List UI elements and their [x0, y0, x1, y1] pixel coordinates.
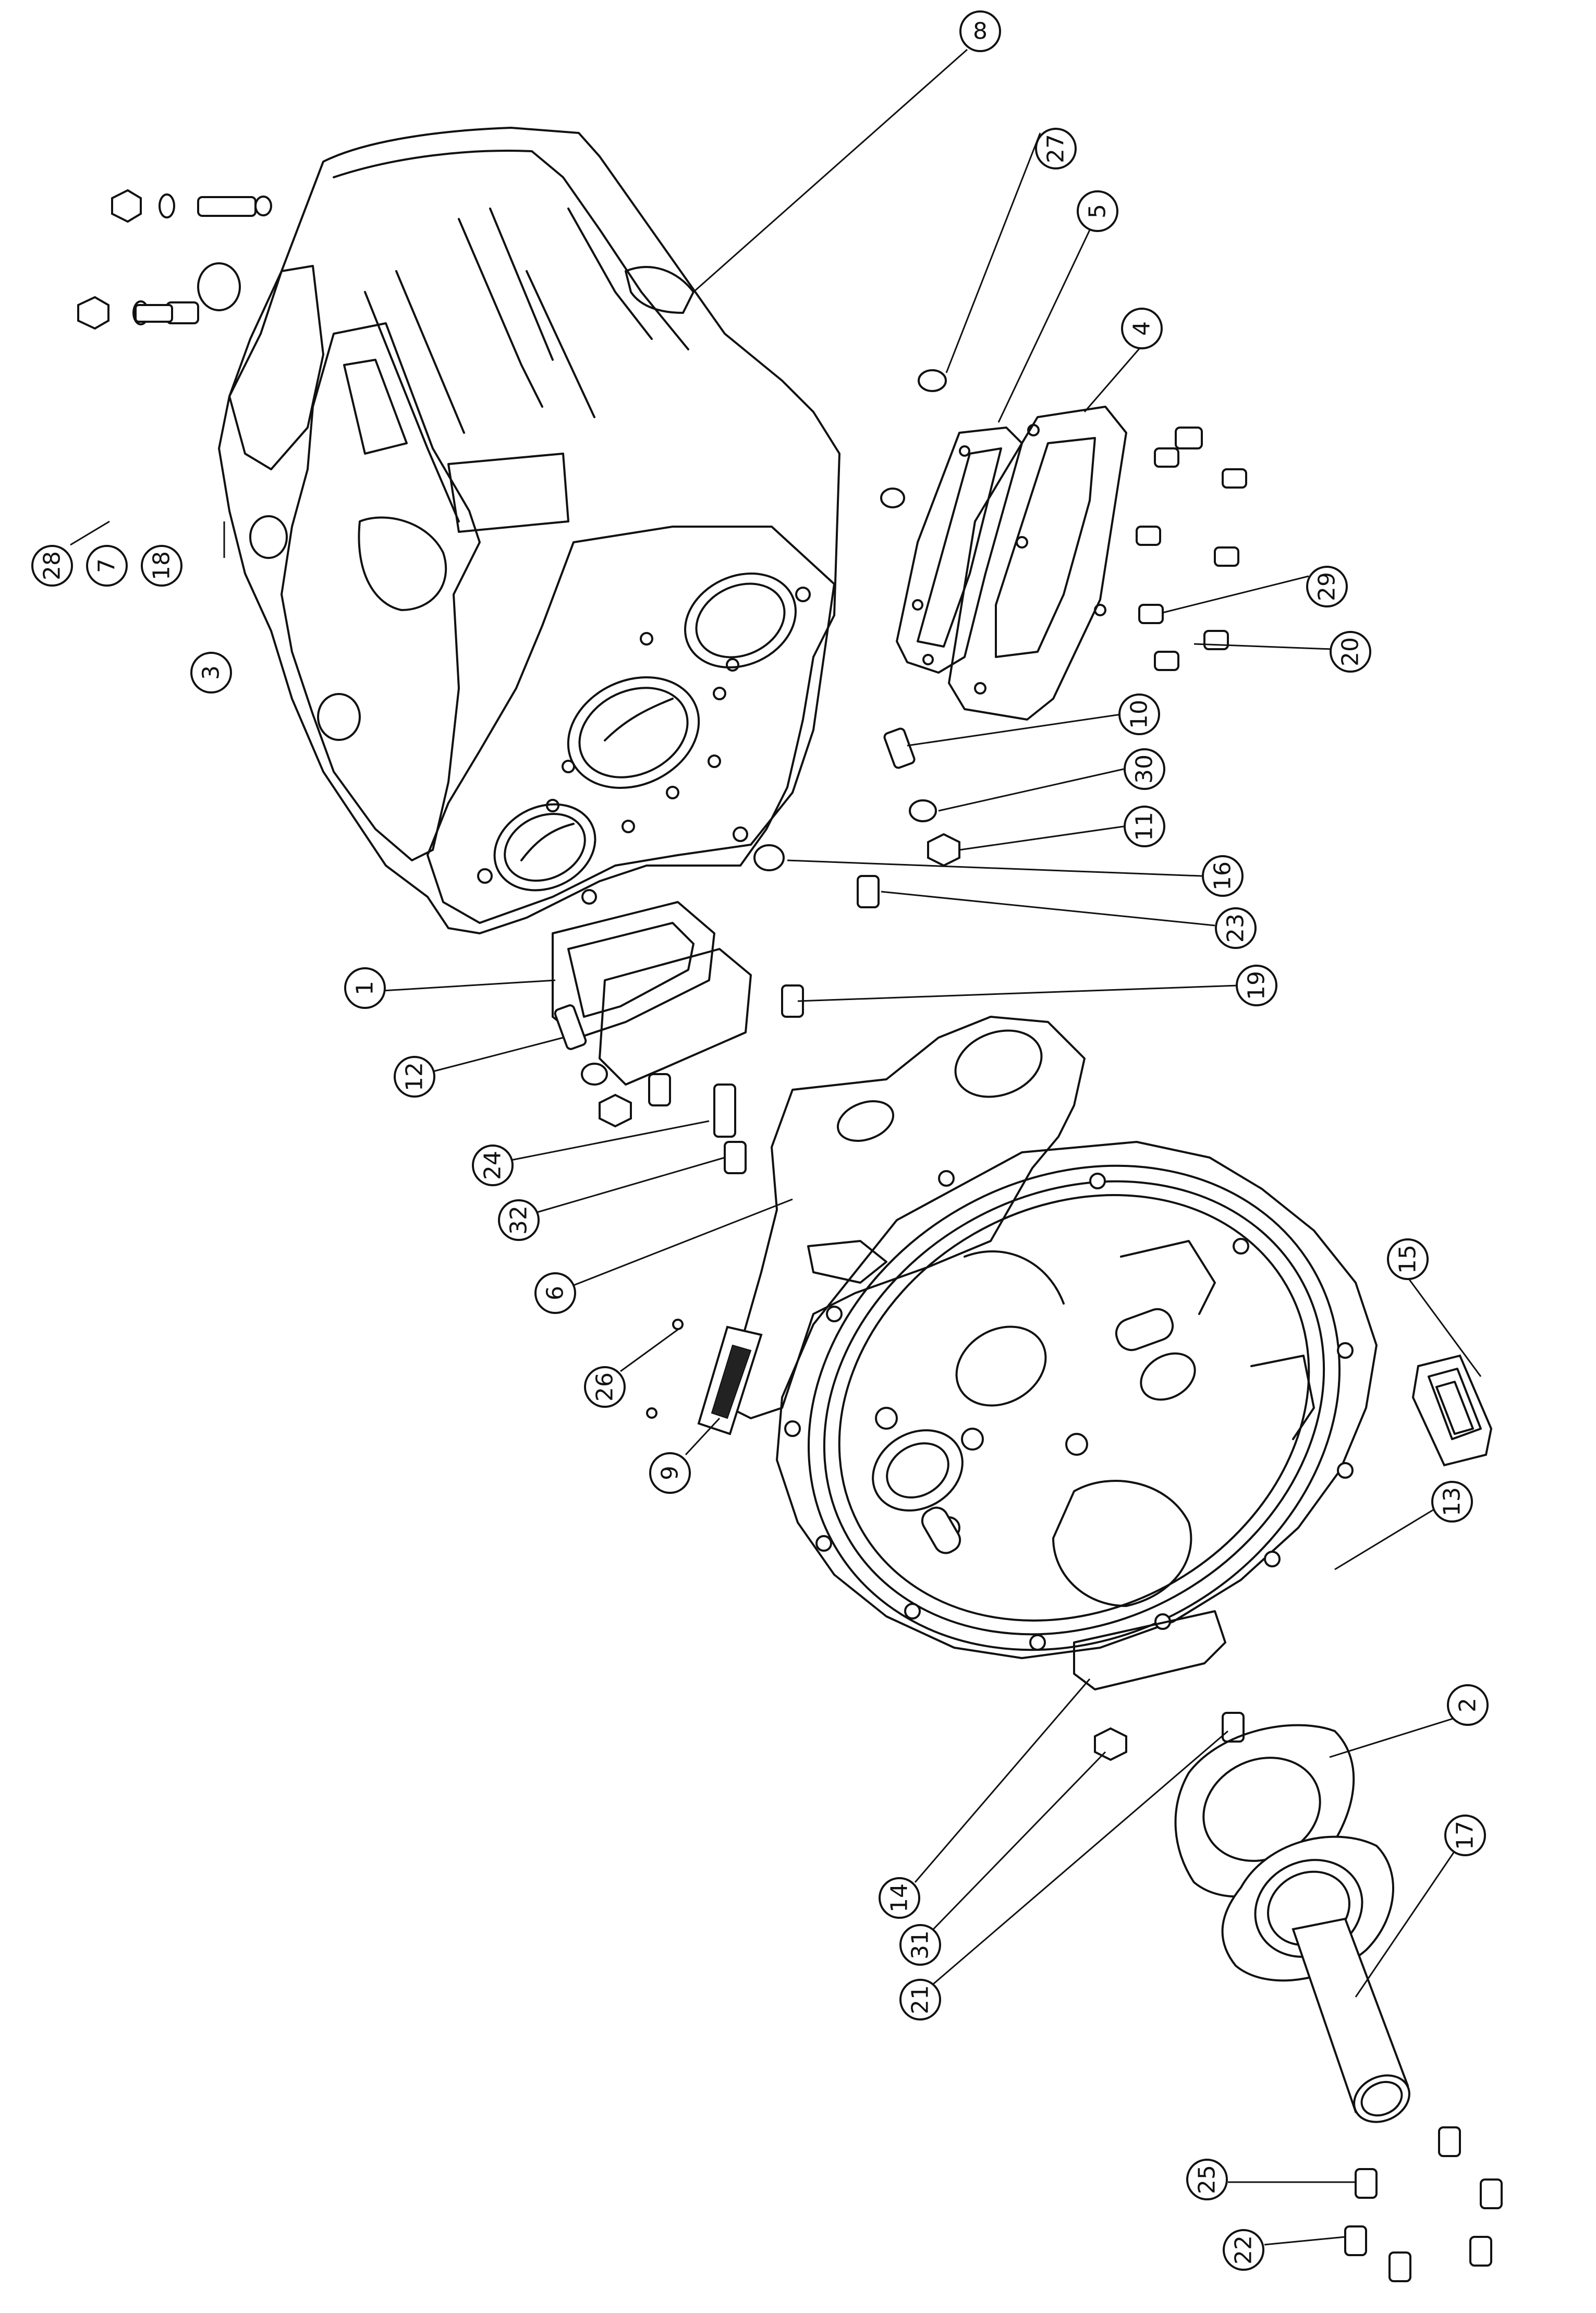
bolt-31 — [1222, 1712, 1245, 1743]
callout-11: 11 — [1124, 806, 1165, 847]
svg-text:26: 26 — [592, 1372, 618, 1402]
cover-bolts — [1136, 427, 1247, 671]
callout-14: 14 — [879, 1877, 920, 1919]
svg-text:14: 14 — [886, 1883, 913, 1913]
svg-text:6: 6 — [542, 1286, 569, 1300]
callout-balloons: 8 27 5 4 29 20 10 30 11 16 23 19 28 7 18… — [31, 10, 1489, 2271]
nut-21 — [1094, 1727, 1127, 1761]
svg-text:27: 27 — [1043, 134, 1069, 163]
callout-6: 6 — [534, 1272, 576, 1314]
svg-text:25: 25 — [1194, 2165, 1221, 2194]
housing-gasket — [729, 1016, 1086, 1419]
svg-text:10: 10 — [1126, 700, 1153, 729]
svg-text:23: 23 — [1223, 914, 1249, 943]
callout-17: 17 — [1444, 1815, 1486, 1856]
svg-text:1: 1 — [352, 981, 379, 995]
callout-9: 9 — [649, 1452, 691, 1494]
callout-3: 3 — [190, 652, 232, 693]
svg-text:29: 29 — [1314, 572, 1341, 601]
svg-text:15: 15 — [1395, 1245, 1421, 1274]
cover-plate-group — [896, 406, 1247, 721]
callout-8: 8 — [959, 10, 1001, 52]
svg-text:3: 3 — [198, 665, 225, 680]
callout-31: 31 — [899, 1924, 941, 1966]
parts — [77, 127, 1503, 2282]
upper-left-fasteners — [77, 189, 361, 741]
svg-text:22: 22 — [1230, 2235, 1257, 2265]
callout-22: 22 — [1223, 2229, 1264, 2271]
svg-text:5: 5 — [1085, 204, 1111, 218]
plug-27 — [918, 369, 947, 392]
callout-24: 24 — [472, 1145, 514, 1186]
svg-text:16: 16 — [1210, 861, 1236, 891]
svg-text:20: 20 — [1337, 637, 1364, 666]
svg-text:2: 2 — [1455, 1698, 1481, 1712]
svg-text:9: 9 — [657, 1466, 684, 1480]
svg-text:12: 12 — [401, 1062, 428, 1091]
svg-text:19: 19 — [1244, 971, 1270, 1000]
inspection-cover — [1411, 1354, 1493, 1467]
callout-2: 2 — [1447, 1684, 1489, 1726]
callout-20: 20 — [1330, 631, 1371, 673]
callout-25: 25 — [1186, 2159, 1228, 2200]
callout-15: 15 — [1387, 1238, 1429, 1280]
callout-5: 5 — [1077, 190, 1118, 232]
svg-text:31: 31 — [907, 1930, 934, 1959]
callout-7: 7 — [86, 545, 128, 587]
svg-text:7: 7 — [94, 558, 120, 573]
name-plate — [646, 1319, 763, 1435]
svg-text:24: 24 — [480, 1151, 506, 1180]
callout-10: 10 — [1118, 693, 1160, 735]
callout-13: 13 — [1431, 1481, 1473, 1523]
plug-small — [880, 488, 905, 508]
right-stud-set — [781, 727, 960, 1018]
svg-text:18: 18 — [149, 551, 175, 580]
svg-text:28: 28 — [39, 551, 66, 580]
left-stud-set — [554, 1004, 747, 1174]
callout-16: 16 — [1202, 855, 1244, 897]
svg-text:17: 17 — [1452, 1821, 1479, 1850]
callout-30: 30 — [1124, 748, 1165, 790]
svg-text:4: 4 — [1129, 321, 1155, 336]
callout-12: 12 — [394, 1056, 435, 1098]
callout-1: 1 — [344, 967, 386, 1009]
svg-text:8: 8 — [973, 18, 988, 45]
plug-16 — [753, 844, 785, 871]
callout-4: 4 — [1121, 308, 1163, 349]
callout-32: 32 — [498, 1199, 540, 1241]
callout-18: 18 — [141, 545, 182, 587]
svg-text:13: 13 — [1439, 1487, 1466, 1516]
callout-27: 27 — [1035, 128, 1077, 169]
svg-text:11: 11 — [1131, 812, 1158, 841]
callout-28: 28 — [31, 545, 73, 587]
gasket-1 — [552, 901, 752, 1086]
svg-text:21: 21 — [907, 1985, 934, 2014]
callout-19: 19 — [1236, 965, 1277, 1006]
svg-text:32: 32 — [506, 1206, 532, 1235]
bearing-retainer-group — [1174, 1724, 1503, 2282]
transmission-case — [218, 127, 840, 934]
callout-29: 29 — [1306, 566, 1348, 607]
callout-26: 26 — [584, 1366, 626, 1408]
clutch-housing — [776, 1141, 1378, 1690]
svg-text:30: 30 — [1131, 754, 1158, 784]
callout-23: 23 — [1215, 907, 1257, 949]
leader-lines — [70, 48, 1482, 2246]
callout-21: 21 — [899, 1979, 941, 2020]
